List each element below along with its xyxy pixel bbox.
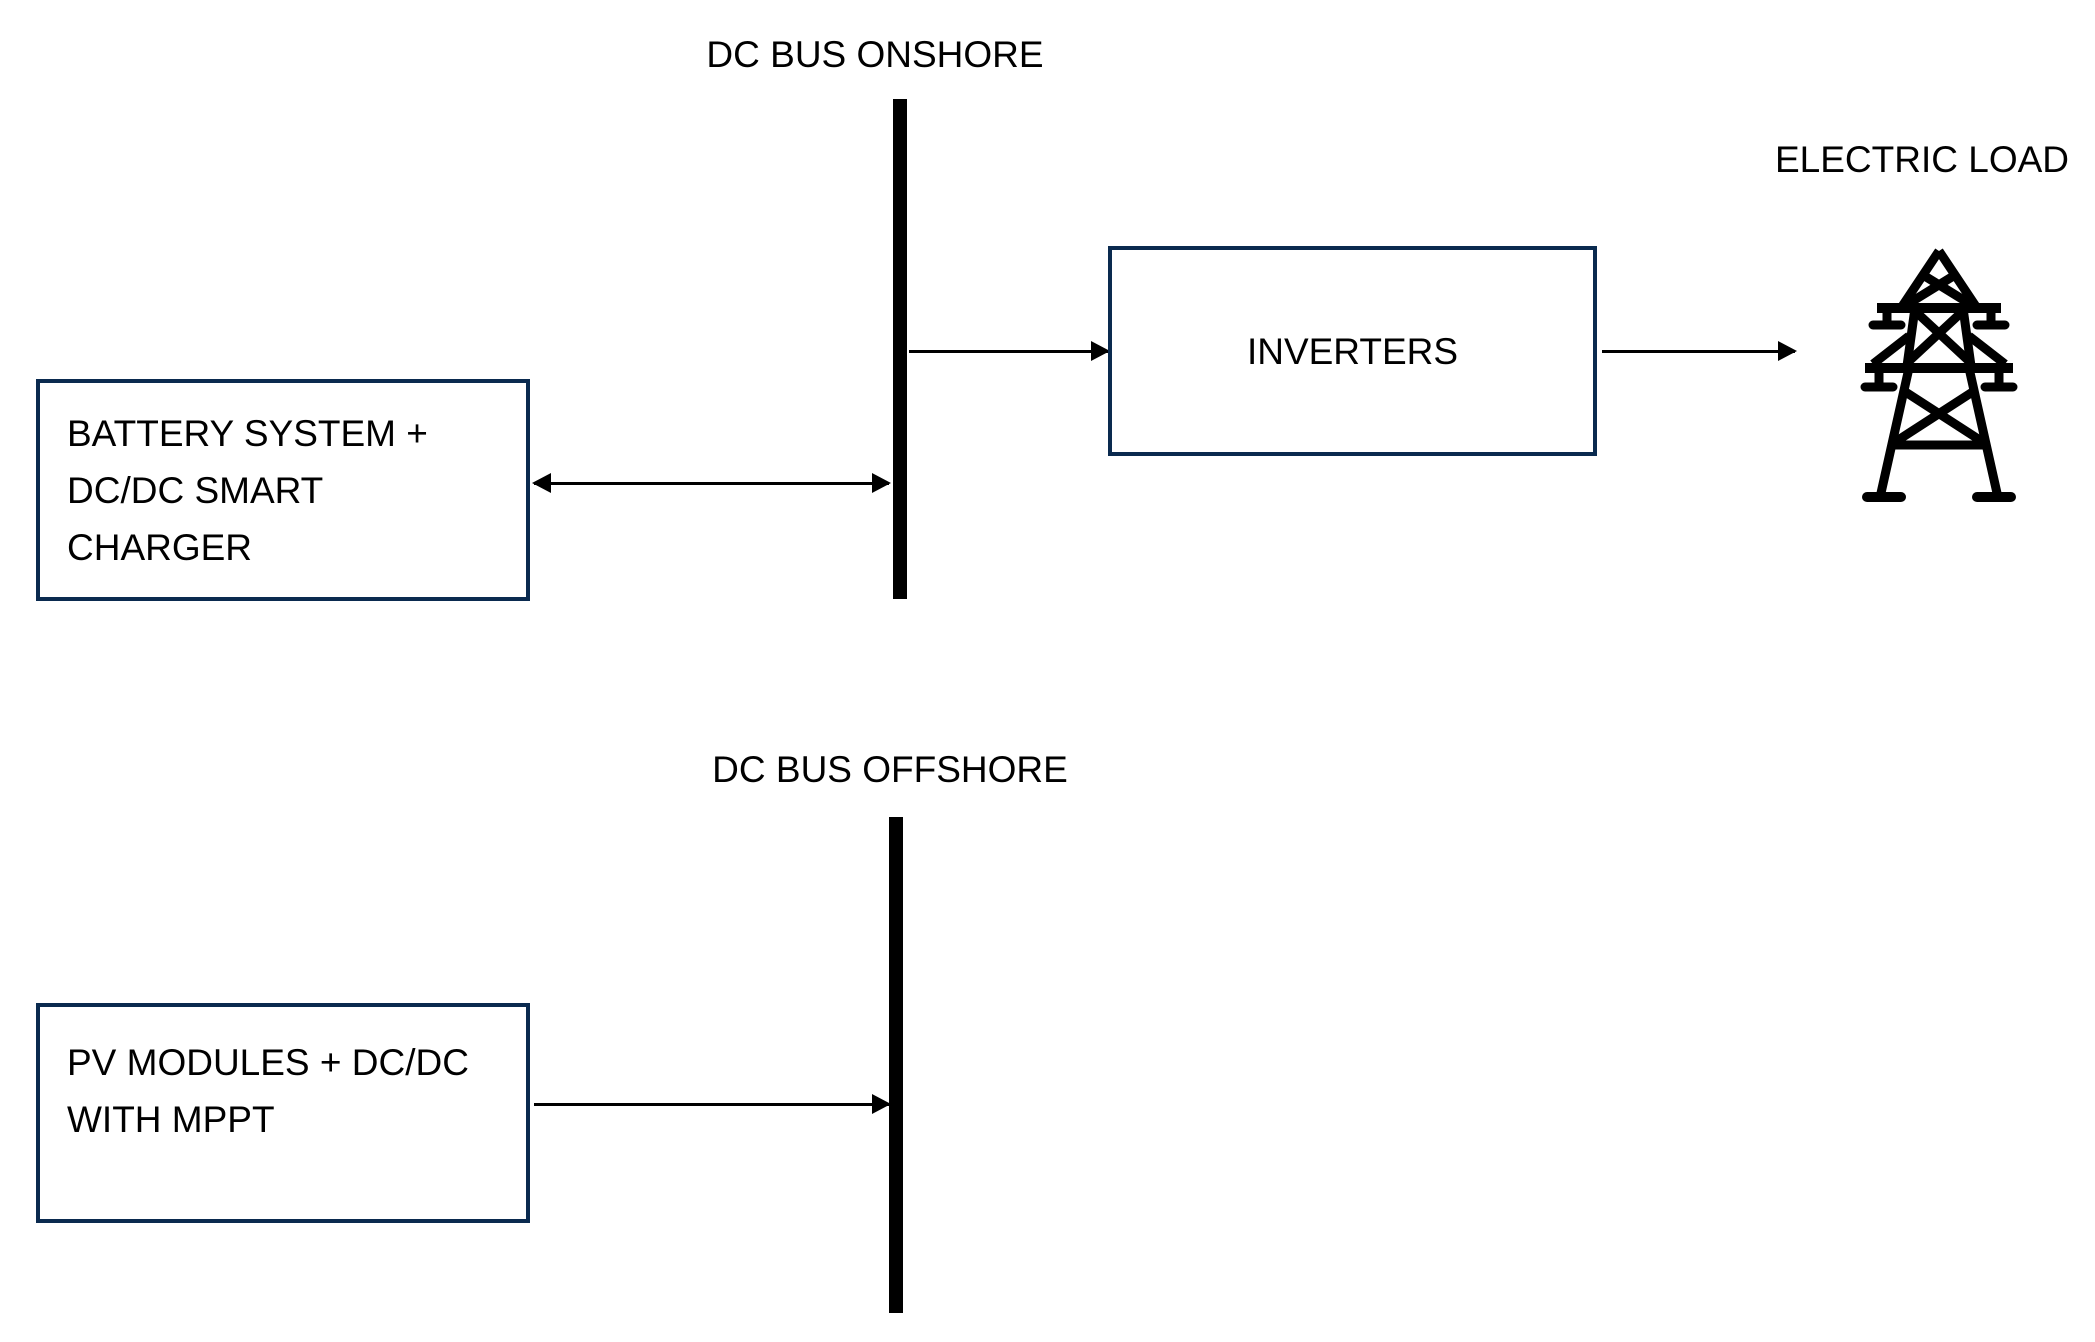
bus-to-inverters-arrow (907, 340, 1110, 362)
battery-to-bus-bidirectional-arrow (532, 472, 891, 494)
battery-box-line-2: DC/DC SMART (67, 470, 324, 511)
arrowhead-right-icon (872, 1094, 891, 1114)
arrowhead-left-icon (532, 473, 551, 493)
battery-box-line-3: CHARGER (67, 527, 253, 568)
inverters-to-load-arrow (1600, 340, 1797, 362)
pv-box-line-1: PV MODULES + DC/DC (67, 1042, 469, 1083)
offshore-dc-bus-bar (889, 817, 903, 1313)
arrowhead-right-icon (872, 473, 891, 493)
pv-box-line-2: WITH MPPT (67, 1099, 275, 1140)
pv-to-bus-arrow (532, 1093, 891, 1115)
arrow-line (534, 481, 889, 485)
onshore-bus-label: DC BUS ONSHORE (706, 34, 1044, 75)
offshore-bus-label: DC BUS OFFSHORE (712, 749, 1068, 790)
arrowhead-right-icon (1091, 341, 1110, 361)
electric-load-label: ELECTRIC LOAD (1774, 139, 2069, 180)
onshore-dc-bus-bar (893, 99, 907, 599)
transmission-tower-icon (1857, 241, 2021, 519)
arrow-line (909, 349, 1108, 353)
pv-modules-box: PV MODULES + DC/DC WITH MPPT (36, 1003, 530, 1223)
arrowhead-right-icon (1778, 341, 1797, 361)
inverters-box-label: INVERTERS (1246, 330, 1459, 372)
inverters-box: INVERTERS (1108, 246, 1597, 456)
arrow-line (1602, 349, 1795, 353)
battery-system-box: BATTERY SYSTEM + DC/DC SMART CHARGER (36, 379, 530, 601)
battery-box-line-1: BATTERY SYSTEM + (67, 413, 428, 454)
arrow-line (534, 1102, 889, 1106)
